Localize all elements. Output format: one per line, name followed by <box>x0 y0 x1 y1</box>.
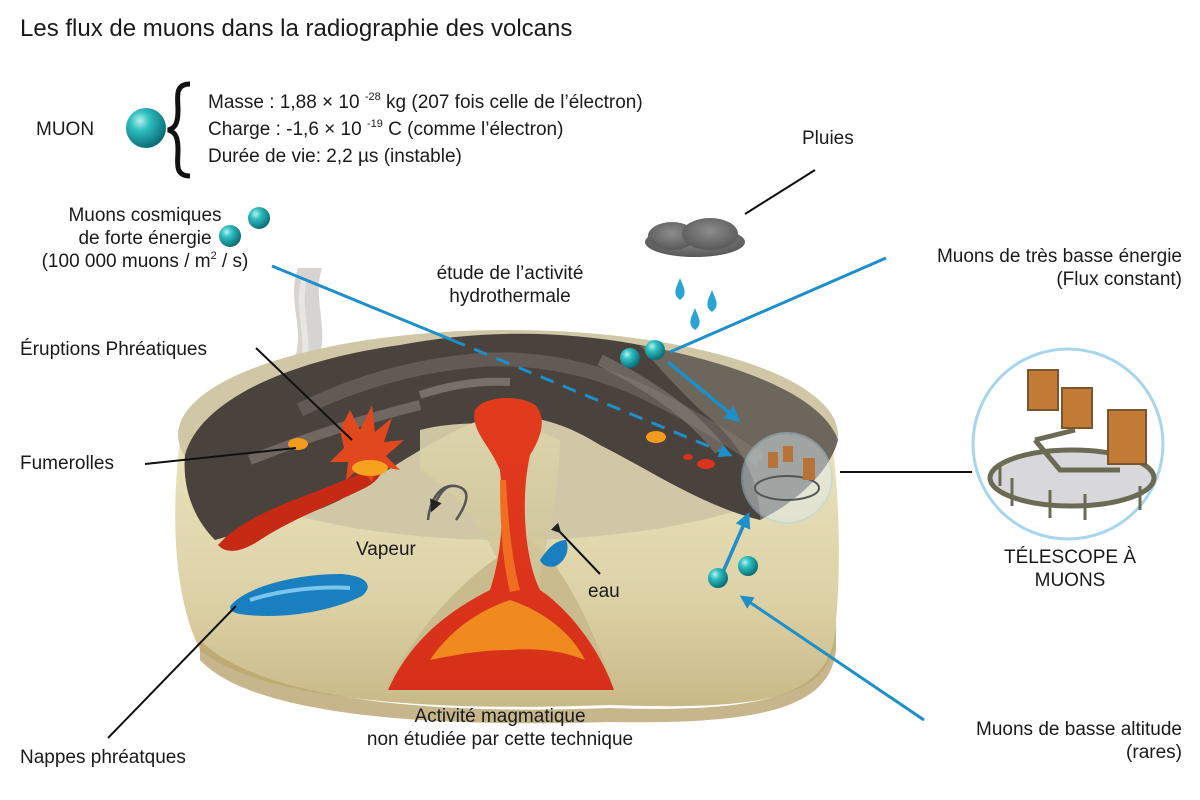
muon-sphere-icon <box>126 108 166 148</box>
muon-charge: Charge : -1,6 × 10 -19 C (comme l’électr… <box>208 118 564 141</box>
phreatic-eruptions-label: Éruptions Phréatiques <box>20 339 207 360</box>
muon-telescope-label: TÉLESCOPE À MUONS <box>1004 547 1136 591</box>
muon-label: MUON <box>36 119 95 140</box>
steam-label: Vapeur <box>356 539 416 560</box>
aquifers-label: Nappes phréatques <box>20 747 186 768</box>
muon-mass: Masse : 1,88 × 10 -28 kg (207 fois celle… <box>208 91 643 114</box>
cosmic-muons-label: Muons cosmiques de forte énergie (100 00… <box>41 205 249 272</box>
muon-telescope-icon <box>971 347 1165 541</box>
fumaroles-label: Fumerolles <box>20 453 114 474</box>
magmatic-activity-label: Activité magmatique non étudiée par cett… <box>366 706 634 750</box>
rain-label: Pluies <box>802 128 854 149</box>
hydrothermal-label: étude de l’activité hydrothermale <box>436 263 584 307</box>
water-label: eau <box>588 581 620 602</box>
small-telescope-icon <box>754 446 820 501</box>
rain-cloud-icon <box>645 218 745 330</box>
low-altitude-muons-label: Muons de basse altitude (rares) <box>976 719 1182 763</box>
page-title: Les flux de muons dans la radiographie d… <box>20 15 573 42</box>
low-energy-muons-label: Muons de très basse énergie (Flux consta… <box>936 246 1182 290</box>
muon-lifetime: Durée de vie: 2,2 µs (instable) <box>208 146 462 167</box>
